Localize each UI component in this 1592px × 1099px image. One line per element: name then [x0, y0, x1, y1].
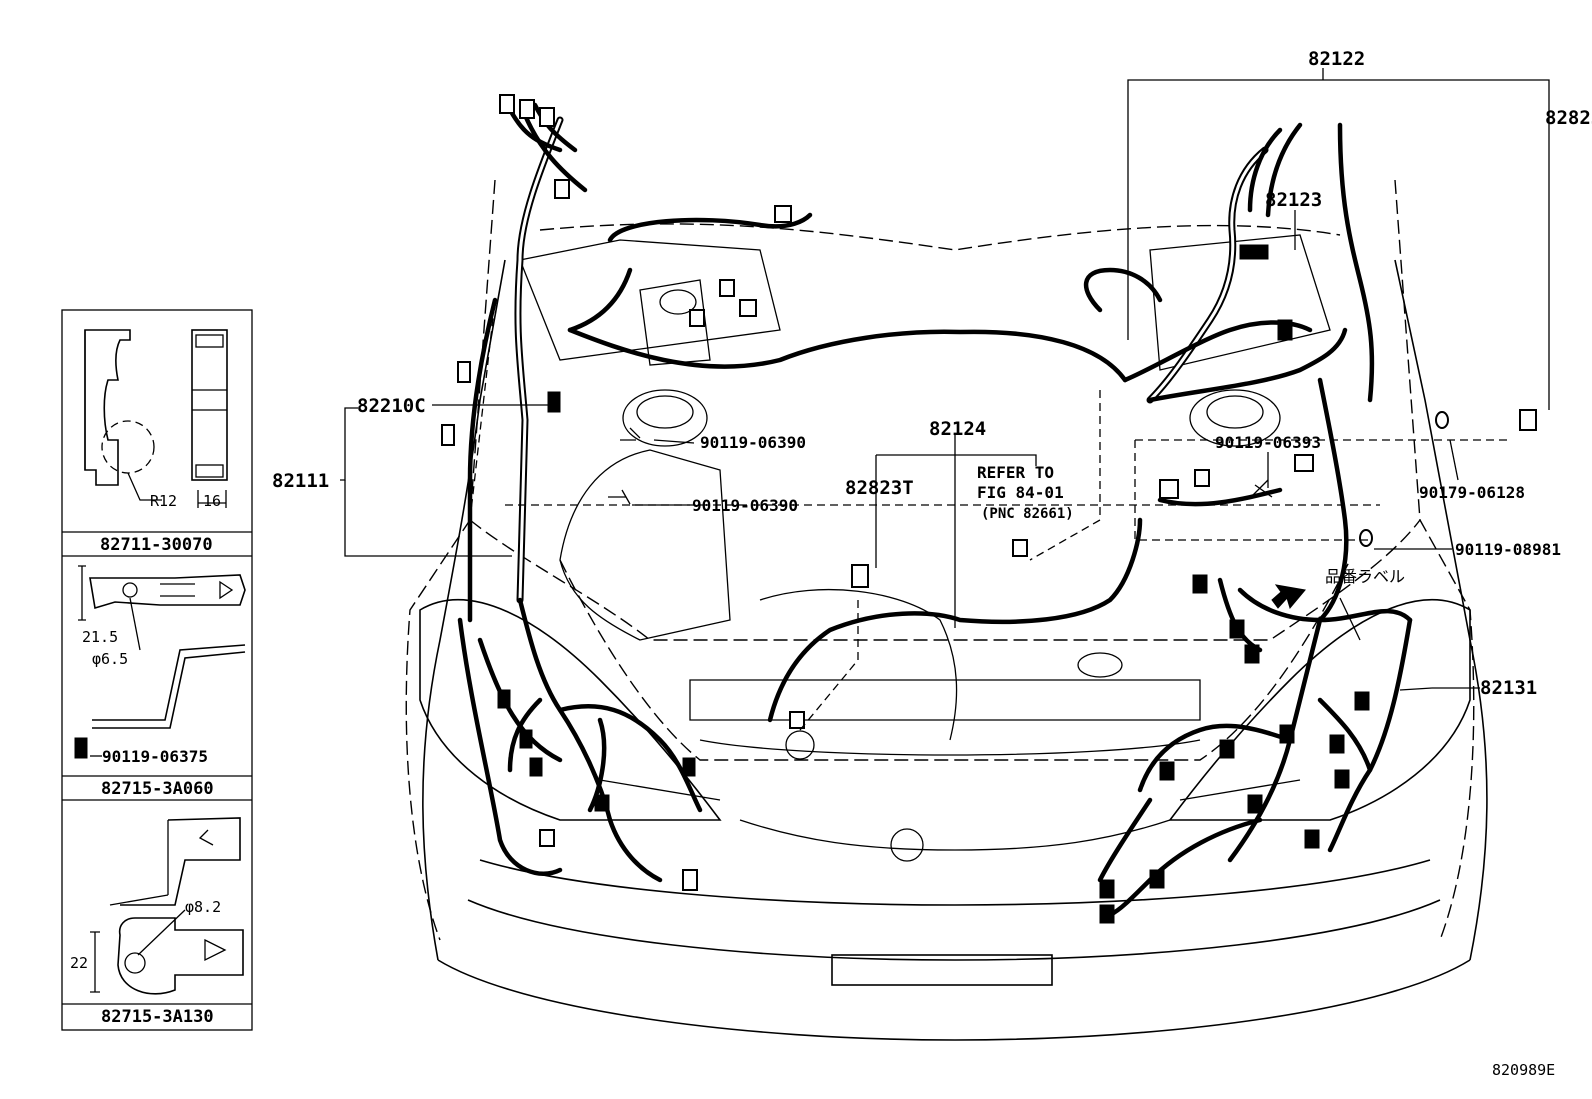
dim-height: 22 — [70, 954, 88, 972]
clip-82711-30070-drawing: R12 16 — [84, 329, 228, 510]
bracket-82715-3A130-drawing: φ8.2 22 — [70, 817, 244, 995]
car-body-outline — [405, 179, 1488, 1041]
dim-width: 16 — [203, 492, 221, 510]
part-labels: 82122 82823S 82123 82210C 82111 82124 82… — [272, 48, 1592, 1079]
label-82124: 82124 — [929, 418, 986, 440]
part-number-label-jp: 品番ラベル — [1325, 567, 1405, 586]
leader-lines — [340, 68, 1550, 691]
label-90119-06390-b: 90119-06390 — [692, 496, 798, 515]
inset-part-82715-3A060: 82715-3A060 — [101, 779, 214, 799]
wiring-harness — [457, 97, 1413, 918]
inset-part-82711-30070: 82711-30070 — [100, 535, 213, 555]
label-90179-06128: 90179-06128 — [1419, 483, 1525, 502]
label-90119-08981: 90119-08981 — [1455, 540, 1561, 559]
bracket-82715-3A060-drawing: 21.5 φ6.5 90119-06375 — [74, 565, 246, 766]
dim-length: 21.5 — [82, 628, 118, 646]
dim-radius: R12 — [150, 492, 177, 510]
label-82122: 82122 — [1308, 48, 1365, 70]
label-90119-06390-a: 90119-06390 — [700, 433, 806, 452]
label-90119-06393: 90119-06393 — [1215, 433, 1321, 452]
refer-note-line2: FIG 84-01 — [977, 483, 1064, 502]
inset-panels: R12 16 82711-30070 21.5 φ6.5 90119-06375… — [61, 309, 253, 1031]
connectors — [441, 94, 1537, 924]
inset-part-82715-3A130: 82715-3A130 — [101, 1007, 214, 1027]
label-82131: 82131 — [1480, 677, 1537, 699]
label-82823T: 82823T — [845, 477, 914, 499]
diagram-id: 820989E — [1492, 1061, 1555, 1079]
dim-hole-6-5: φ6.5 — [92, 650, 128, 668]
bolt-90119-06375: 90119-06375 — [102, 747, 208, 766]
dim-hole-8-2: φ8.2 — [185, 898, 221, 916]
refer-note-line1: REFER TO — [977, 463, 1054, 482]
label-82111: 82111 — [272, 470, 329, 492]
label-82123: 82123 — [1265, 189, 1322, 211]
label-82210C: 82210C — [357, 395, 426, 417]
label-82823S: 82823S — [1545, 107, 1592, 129]
refer-note-line3: (PNC 82661) — [981, 506, 1074, 522]
